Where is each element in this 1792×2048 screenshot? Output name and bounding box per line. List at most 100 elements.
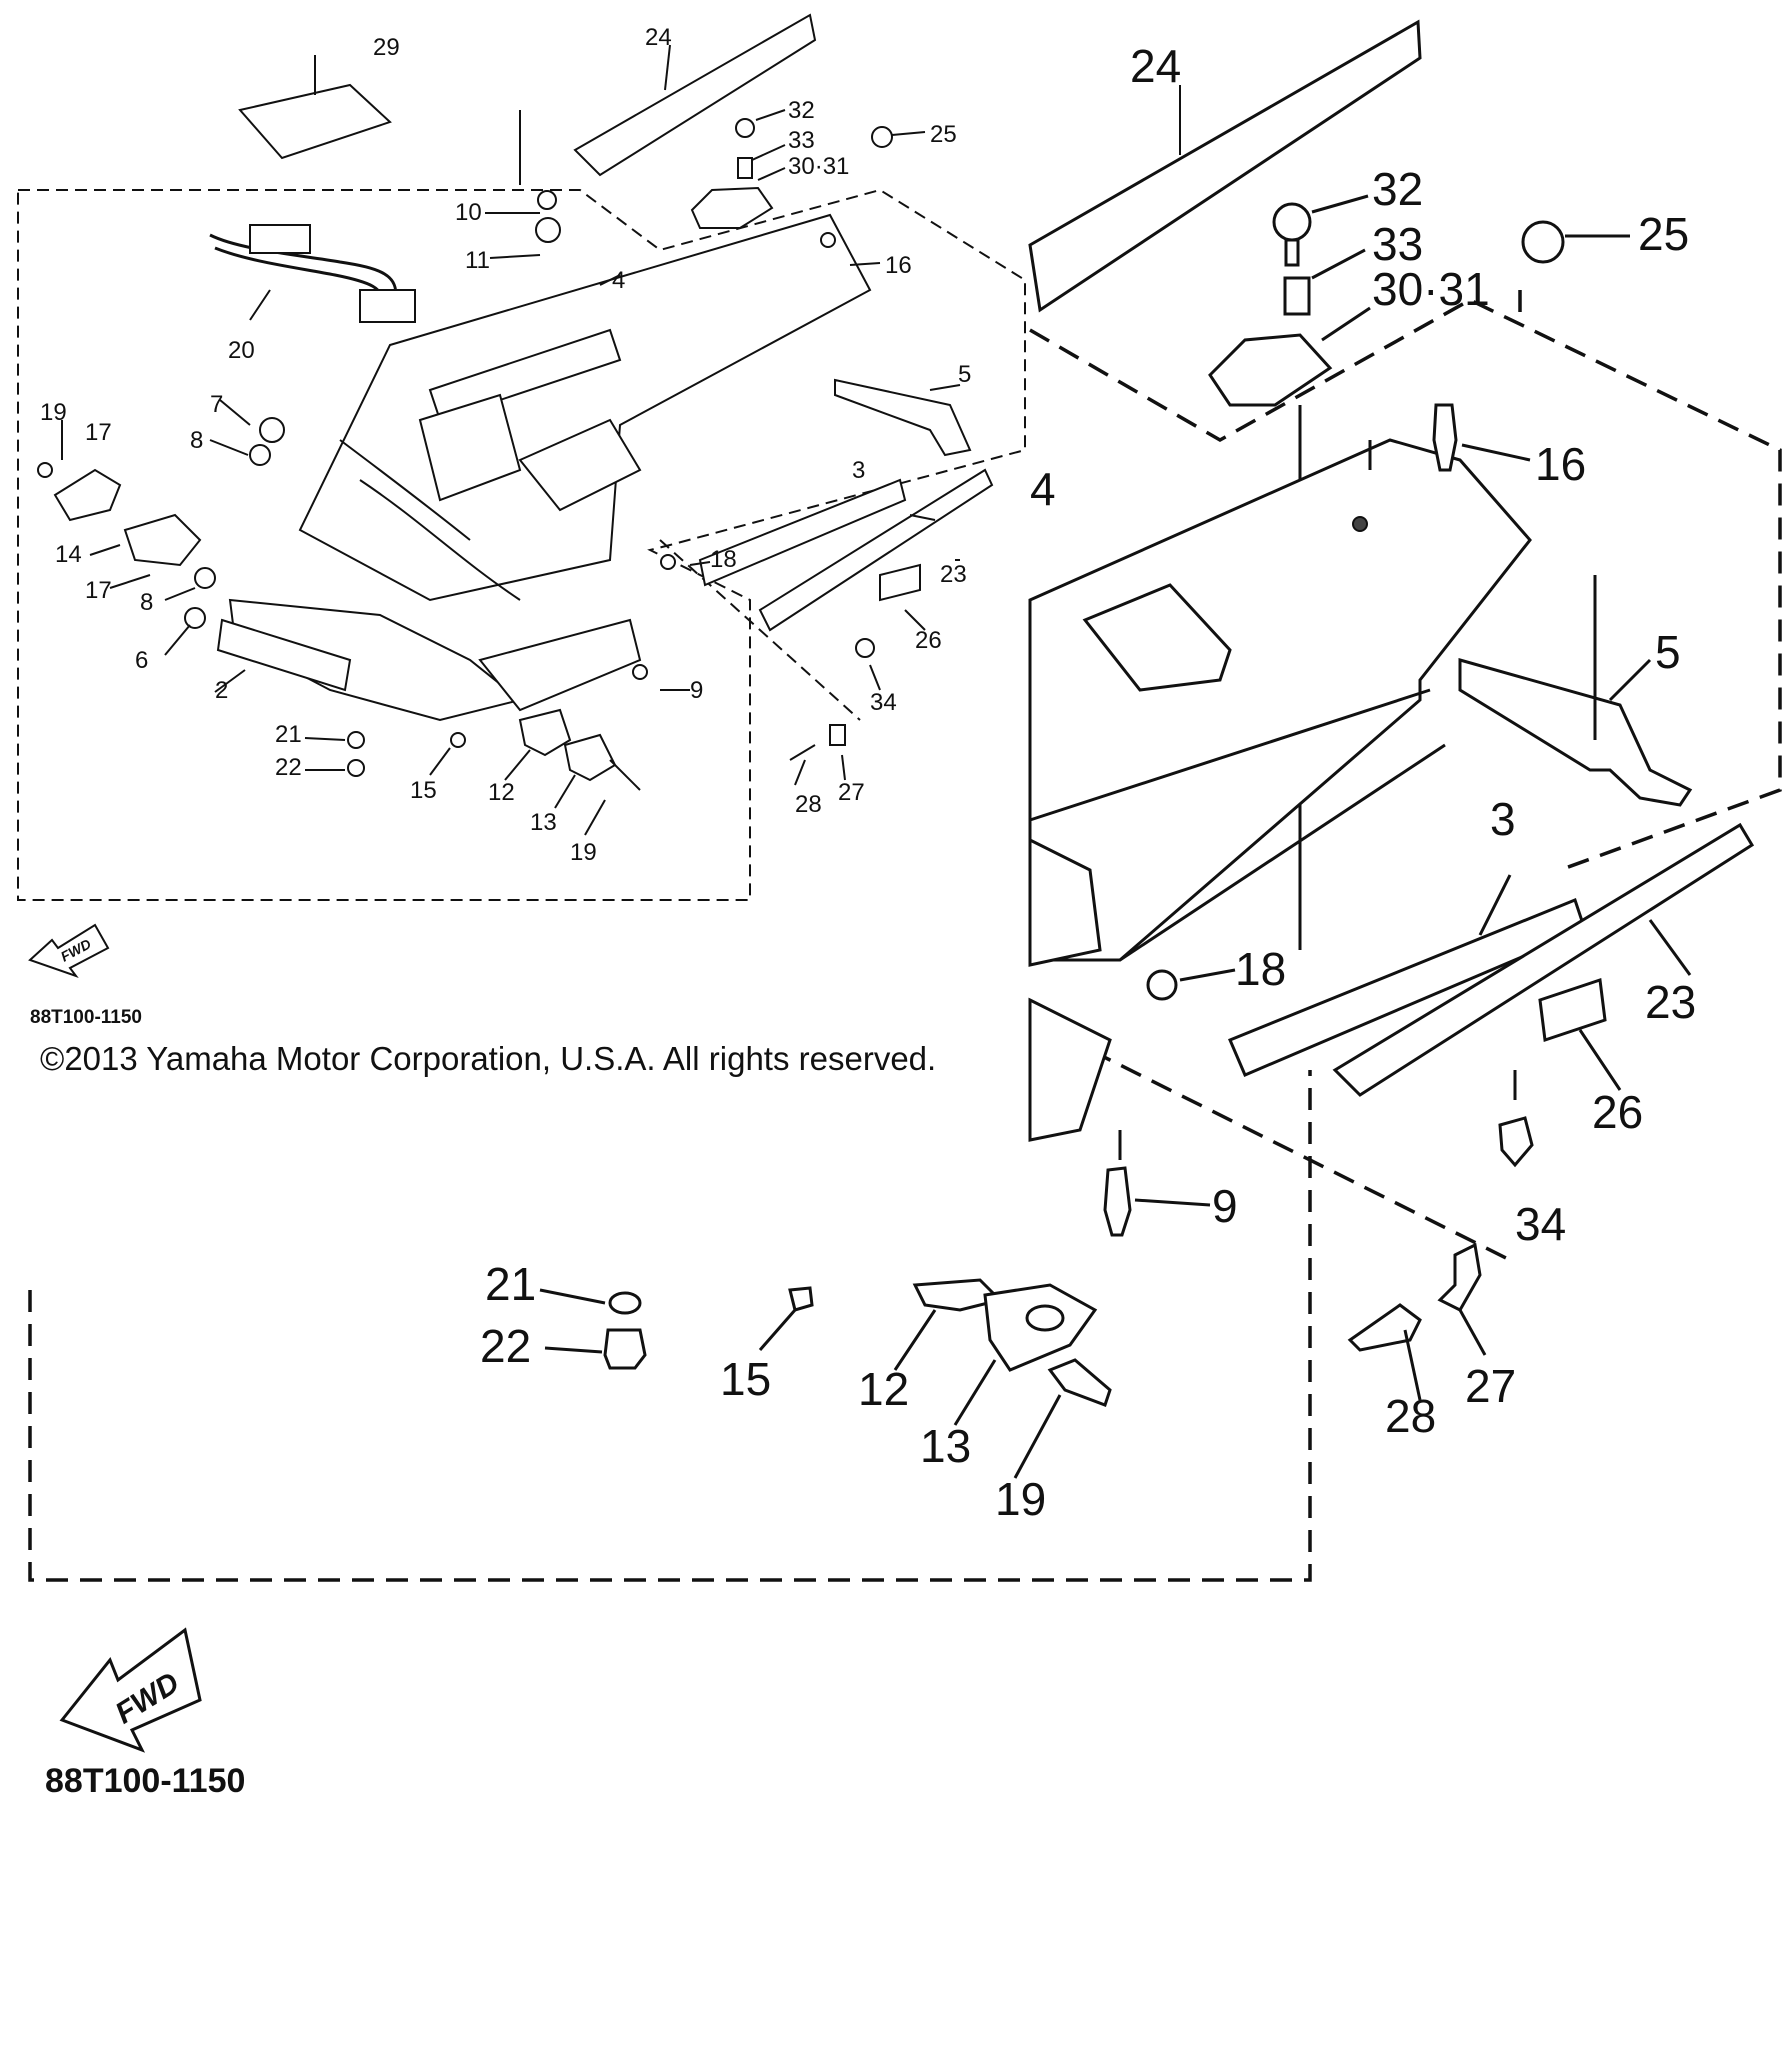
handle-bar-part-20 <box>209 233 398 321</box>
callout-4-large: 4 <box>1030 463 1056 515</box>
callout-27: 27 <box>838 779 865 806</box>
callout-25-large: 25 <box>1638 208 1689 260</box>
callout-9-large: 9 <box>1212 1180 1238 1232</box>
callout-33: 33 <box>788 127 815 154</box>
nut-part-22-large <box>603 1328 647 1370</box>
fwd-arrow-icon: FWD <box>28 923 110 979</box>
strip-part-23-large <box>1332 822 1755 1097</box>
callout-34-large: 34 <box>1515 1198 1566 1250</box>
bolt-part-16-large <box>1432 403 1458 472</box>
callout-17-upper: 17 <box>85 419 112 446</box>
side-strip-part-24 <box>573 13 817 177</box>
side-strip-part-24-large <box>1028 19 1422 313</box>
callout-13: 13 <box>530 809 557 836</box>
collar-part-33-large <box>1283 276 1311 316</box>
nut-part-21-large <box>608 1291 642 1315</box>
callout-24: 24 <box>645 24 672 51</box>
copyright-notice: ©2013 Yamaha Motor Corporation, U.S.A. A… <box>40 1040 936 1077</box>
callout-22: 22 <box>275 754 302 781</box>
rail-part-3 <box>698 478 907 587</box>
callout-30-31: 30·31 <box>788 153 849 180</box>
callout-26: 26 <box>915 627 942 654</box>
callout-23-large: 23 <box>1645 976 1696 1028</box>
decal-part-29 <box>238 83 392 160</box>
fwd-arrow-large-icon: FWD <box>59 1627 202 1753</box>
callout-33-large: 33 <box>1372 218 1423 270</box>
decal-part-26 <box>879 563 921 602</box>
callout-3-large: 3 <box>1490 793 1516 845</box>
rail-part-5 <box>834 378 972 457</box>
callout-8-upper: 8 <box>190 427 203 454</box>
callout-19-large: 19 <box>995 1473 1046 1525</box>
strip-part-23 <box>758 468 994 632</box>
callout-12-large: 12 <box>858 1363 909 1415</box>
bolt-part-28-large <box>1347 1303 1422 1352</box>
callout-15-large: 15 <box>720 1353 771 1405</box>
bracket-part-27-large <box>1437 1242 1482 1312</box>
mount-part-12 <box>518 708 572 757</box>
rail-part-2 <box>216 618 352 692</box>
callout-9: 9 <box>690 677 703 704</box>
callout-28-large: 28 <box>1385 1390 1436 1442</box>
callout-16-large: 16 <box>1535 438 1586 490</box>
callout-4: 4 <box>612 267 625 294</box>
frame-main <box>298 213 872 602</box>
callout-18: 18 <box>710 546 737 573</box>
diagram-code-small: 88T100-1150 <box>30 1007 142 1028</box>
bolt-part-19-large <box>1047 1358 1112 1407</box>
callout-25: 25 <box>930 121 957 148</box>
bracket-part-30-31 <box>690 186 774 229</box>
callout-11: 11 <box>465 247 490 274</box>
callout-34: 34 <box>870 689 897 716</box>
callout-6: 6 <box>135 647 148 674</box>
bolt-part-32-large <box>1272 202 1312 242</box>
washer-part-15-large <box>788 1286 814 1312</box>
pad-part-18-large <box>1146 969 1178 1001</box>
rail-part-5-large <box>1458 658 1693 807</box>
callout-22-large: 22 <box>480 1320 531 1372</box>
mount-part-13 <box>563 733 617 782</box>
callout-16: 16 <box>885 252 912 279</box>
callout-17-lower: 17 <box>85 577 112 604</box>
callout-13-large: 13 <box>920 1420 971 1472</box>
mount-part-12-large <box>912 1278 1003 1312</box>
callout-18-large: 18 <box>1235 943 1286 995</box>
callout-5-large: 5 <box>1655 626 1681 678</box>
callout-12: 12 <box>488 779 515 806</box>
decal-part-26-large <box>1538 977 1607 1043</box>
callout-21: 21 <box>275 721 302 748</box>
detail-diagram: 24 25 32 33 30·31 16 4 5 3 23 18 26 34 9… <box>28 19 1782 1800</box>
callout-15: 15 <box>410 777 437 804</box>
callout-24-large: 24 <box>1130 40 1181 92</box>
callout-10: 10 <box>455 199 482 226</box>
bracket-part-30-31-large <box>1208 333 1333 407</box>
callout-27-large: 27 <box>1465 1360 1516 1412</box>
callout-19-left: 19 <box>40 399 67 426</box>
bolt-part-34-large <box>1498 1116 1534 1168</box>
diagram-code-large: 88T100-1150 <box>45 1762 245 1800</box>
cap-part-25 <box>871 126 893 148</box>
mount-part-17 <box>53 468 122 522</box>
callout-26-large: 26 <box>1592 1086 1643 1138</box>
callout-30-31-large: 30·31 <box>1372 263 1490 315</box>
callout-8-lower: 8 <box>140 589 153 616</box>
callout-32: 32 <box>788 97 815 124</box>
callout-21-large: 21 <box>485 1258 536 1310</box>
callout-28: 28 <box>795 791 822 818</box>
callout-3: 3 <box>852 457 865 484</box>
callout-23: 23 <box>940 561 967 588</box>
callout-20: 20 <box>228 337 255 364</box>
cap-part-25-large <box>1521 220 1565 264</box>
callout-19-lower: 19 <box>570 839 597 866</box>
collar-part-33 <box>737 157 753 179</box>
callout-2: 2 <box>215 677 228 704</box>
callout-7: 7 <box>210 391 223 418</box>
frame-main-large <box>1028 438 1532 962</box>
mount-part-14 <box>123 513 202 567</box>
callout-14: 14 <box>55 541 82 568</box>
overview-diagram: 29 24 25 32 33 30·31 10 11 4 16 20 5 3 2… <box>17 13 1026 1028</box>
callout-29: 29 <box>373 34 400 61</box>
bolt-part-32 <box>735 118 755 138</box>
pin-part-9-large <box>1103 1166 1132 1237</box>
